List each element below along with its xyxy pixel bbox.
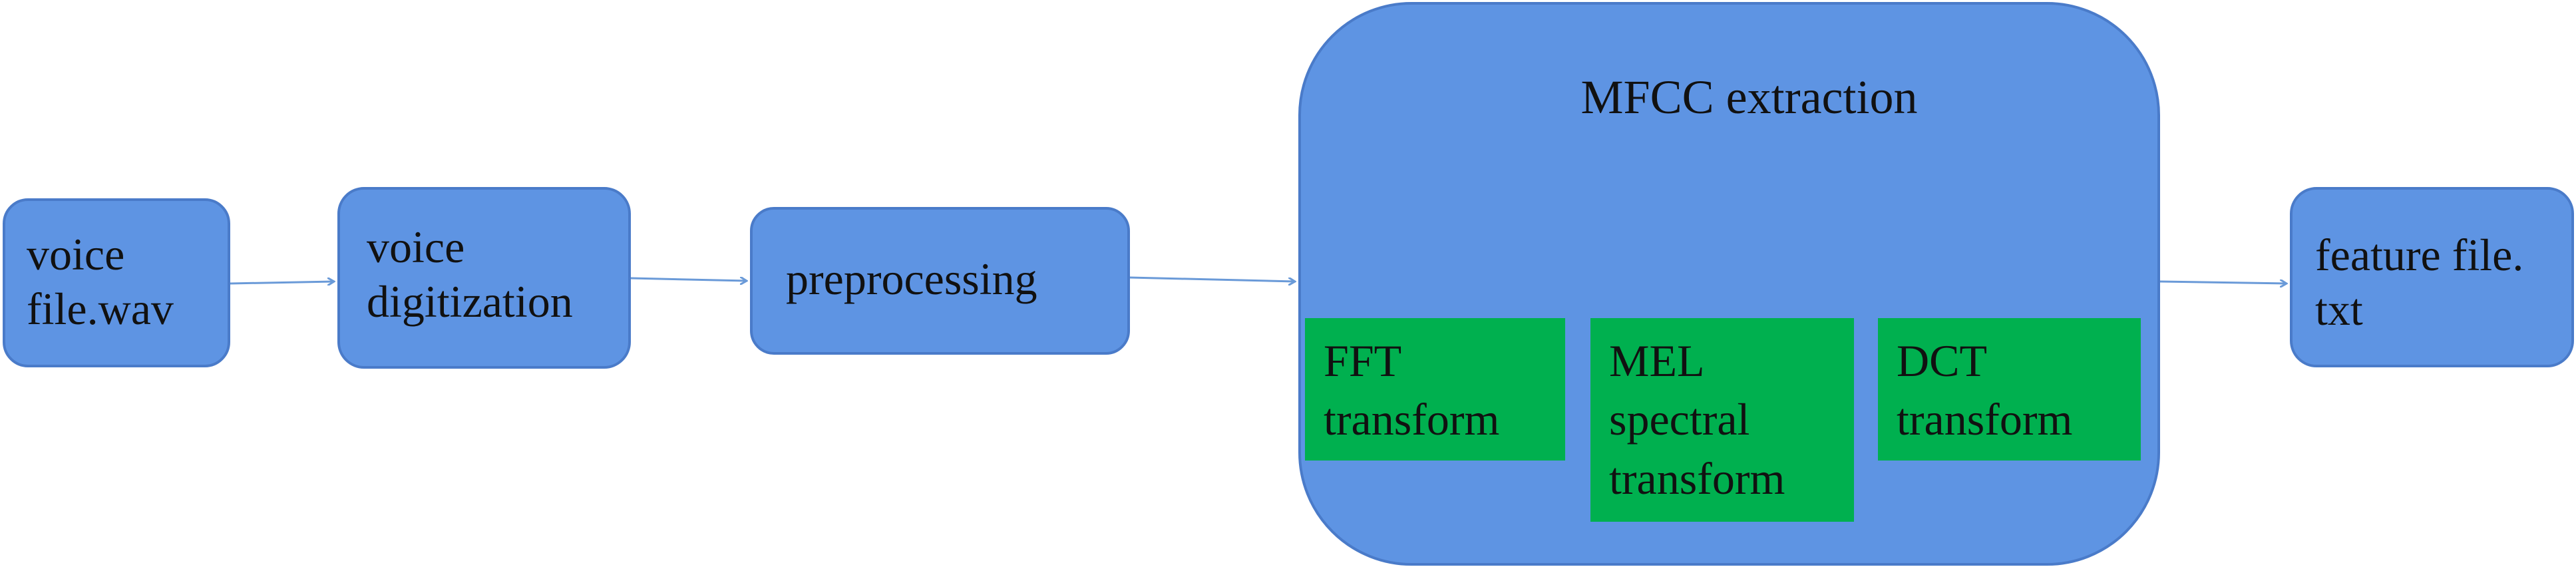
voice-digitization-node: voice digitization xyxy=(337,187,631,369)
arrow-preprocessing-to-mfcc xyxy=(1129,276,1295,282)
dct-transform-step: DCT transform xyxy=(1878,318,2141,461)
arrow-voice-file-to-digitization xyxy=(230,282,334,284)
arrow-digitization-to-preprocessing xyxy=(630,278,747,281)
preprocessing-label: preprocessing xyxy=(786,254,1037,304)
feature-file-label: feature file. txt xyxy=(2315,230,2524,335)
arrow-mfcc-to-output xyxy=(2159,282,2287,284)
mfcc-extraction-title: MFCC extraction xyxy=(1580,71,1918,124)
preprocessing-node: preprocessing xyxy=(750,207,1130,355)
fft-transform-step: FFT transform xyxy=(1305,318,1565,461)
mel-spectral-transform-label: MEL spectral transform xyxy=(1609,335,1785,504)
dct-transform-label: DCT transform xyxy=(1897,335,2073,445)
voice-file-node: voice file.wav xyxy=(3,198,230,367)
mel-spectral-transform-step: MEL spectral transform xyxy=(1590,318,1854,522)
voice-digitization-label: voice digitization xyxy=(367,222,573,327)
voice-file-label: voice file.wav xyxy=(27,229,174,334)
fft-transform-label: FFT transform xyxy=(1324,335,1500,445)
feature-file-node: feature file. txt xyxy=(2290,187,2574,367)
